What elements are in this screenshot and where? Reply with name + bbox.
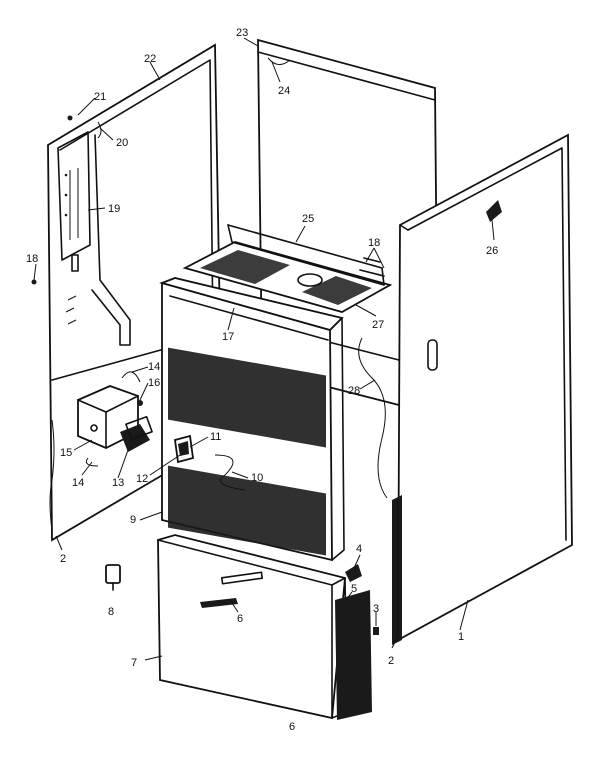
air-filter xyxy=(335,590,372,720)
callout-21: 21 xyxy=(94,91,106,103)
callout-17: 17 xyxy=(222,331,234,343)
callout-5: 5 xyxy=(351,583,357,595)
callout-11: 11 xyxy=(210,431,221,443)
screw-16 xyxy=(137,400,143,406)
power-cord-28 xyxy=(358,337,388,499)
badge-26 xyxy=(486,200,502,222)
front-door xyxy=(157,534,348,720)
callout-22: 22 xyxy=(144,53,156,65)
callout-7: 7 xyxy=(131,657,137,669)
callout-1: 1 xyxy=(458,631,464,643)
callout-18-left: 18 xyxy=(26,253,38,265)
callout-26: 26 xyxy=(486,245,498,257)
callout-27: 27 xyxy=(372,319,384,331)
callout-15: 15 xyxy=(60,447,72,459)
limit-switch xyxy=(120,415,153,452)
callout-10: 10 xyxy=(251,472,263,484)
callout-8: 8 xyxy=(108,606,114,618)
callout-2-right: 2 xyxy=(388,655,394,667)
callout-16: 16 xyxy=(148,377,160,389)
callout-12: 12 xyxy=(136,473,148,485)
callout-14-bottom: 14 xyxy=(72,477,84,489)
callout-19: 19 xyxy=(108,203,120,215)
top-panel xyxy=(182,224,393,313)
bracket-20 xyxy=(97,121,102,139)
bracket-18-top xyxy=(363,257,381,263)
callout-23: 23 xyxy=(236,27,248,39)
screw-21 xyxy=(67,115,73,121)
callout-6-bottom: 6 xyxy=(289,721,295,733)
screw-18-left xyxy=(31,279,37,285)
callout-24: 24 xyxy=(278,85,290,97)
callout-18-top: 18 xyxy=(368,237,380,249)
clip-3 xyxy=(373,627,379,635)
callout-28: 28 xyxy=(348,385,360,397)
callout-25: 25 xyxy=(302,213,314,225)
right-side-panel xyxy=(392,133,573,645)
bracket-18-top-b xyxy=(359,269,385,277)
callout-2-left: 2 xyxy=(60,553,66,565)
wire-harness-14-top xyxy=(121,371,141,383)
lower-louver-grille xyxy=(168,465,326,556)
callout-labels: 1 2 2 3 4 5 6 6 7 8 9 10 11 12 13 14 14 … xyxy=(26,27,498,733)
callout-9: 9 xyxy=(130,514,136,526)
callout-4: 4 xyxy=(356,543,362,555)
door-stop-4 xyxy=(345,564,362,582)
leader-lines xyxy=(33,37,495,661)
callout-6-handle: 6 xyxy=(237,613,243,625)
callout-20: 20 xyxy=(116,137,128,149)
thermocouple-wire xyxy=(214,454,246,491)
door-latch xyxy=(105,564,121,591)
gas-valve xyxy=(174,434,194,464)
callout-13: 13 xyxy=(112,477,124,489)
callout-3: 3 xyxy=(373,603,379,615)
callout-14-top: 14 xyxy=(148,361,160,373)
inner-cabinet xyxy=(159,277,345,562)
wire-harness-14-bottom xyxy=(85,457,99,467)
upper-louver-grille xyxy=(168,347,326,448)
